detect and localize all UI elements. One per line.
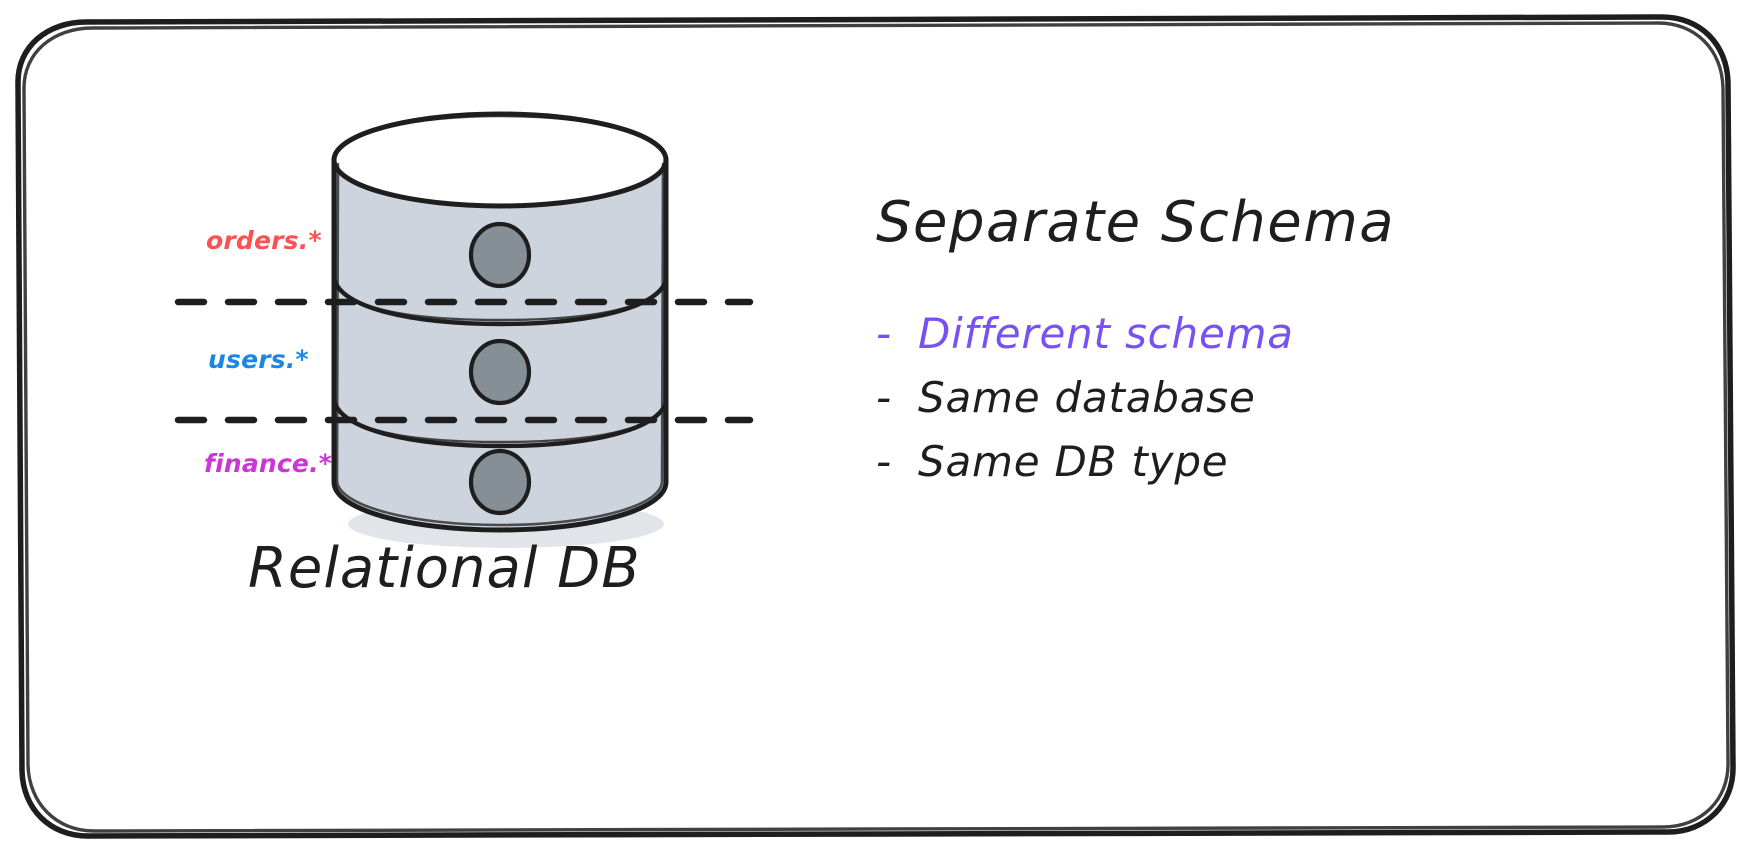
schema-label-finance: finance.*: [204, 449, 333, 478]
bullet-item-same-db-type: - Same DB type: [876, 437, 1666, 487]
bullet-dash-icon: -: [876, 308, 892, 358]
info-panel: Separate Schema - Different schema - Sam…: [876, 192, 1666, 486]
bullet-label: Same DB type: [918, 437, 1229, 487]
database-cylinder: [300, 110, 700, 550]
panel-title: Separate Schema: [876, 190, 1396, 255]
bullet-label: Same database: [918, 372, 1256, 422]
bullet-dash-icon: -: [876, 437, 892, 487]
database-caption: Relational DB: [248, 536, 641, 601]
cylinder-dot-group: [468, 221, 532, 516]
schema-label-users: users.*: [208, 345, 309, 374]
bullet-dash-icon: -: [876, 372, 892, 422]
schema-label-orders: orders.*: [206, 226, 322, 255]
bullet-label: Different schema: [918, 308, 1294, 358]
bullet-item-same-database: - Same database: [876, 372, 1666, 422]
panel-bullet-list: - Different schema - Same database - Sam…: [876, 308, 1666, 487]
bullet-item-different-schema: - Different schema: [876, 308, 1666, 358]
